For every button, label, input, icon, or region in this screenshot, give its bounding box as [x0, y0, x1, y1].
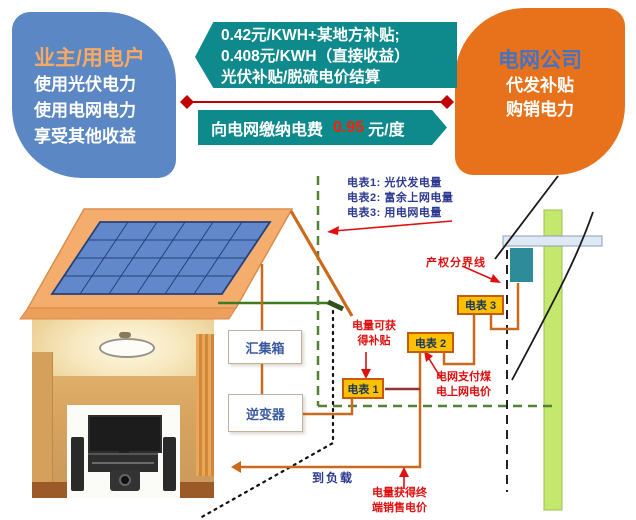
load-arrowhead [231, 461, 241, 473]
subsidy-note-label: 电量可获 得补贴 [346, 319, 402, 349]
grid-company-box: 电网公司 代发补贴 购销电力 [455, 8, 625, 175]
meter-3-label: 电表 3 [464, 300, 497, 312]
coal-price-line-1: 电网支付煤 [436, 371, 491, 383]
property-line-label: 产权分界线 [426, 257, 486, 269]
meter-1-box: 电表 1 [342, 378, 384, 399]
combiner-box: 汇集箱 [228, 330, 302, 364]
utility-pole [543, 209, 563, 511]
owner-box-line-1: 使用光伏电力 [34, 75, 136, 94]
meter-2-label: 电表 2 [414, 337, 447, 350]
meter-2-box: 电表 2 [407, 332, 454, 353]
home-theater-unit [67, 405, 180, 498]
subwoofer [110, 470, 140, 491]
grid-company-title: 电网公司 [498, 49, 582, 72]
coal-price-label: 电网支付煤 电上网电价 [436, 370, 491, 400]
ceiling-lamp-mount [119, 332, 131, 338]
owner-box-line-3: 享受其他收益 [34, 127, 136, 146]
living-room-photo [32, 312, 214, 498]
wiring [238, 210, 520, 469]
green-ridge-tip [326, 299, 345, 312]
speaker-left [71, 437, 84, 491]
room-left-wall [32, 352, 53, 482]
wire-inverter-to-meter1 [301, 399, 354, 416]
owner-box-title: 业主/用电户 [34, 47, 145, 70]
subsidy-banner-line-2: 0.408元/KWH（直接收益） [221, 48, 410, 65]
property-line-arrow [461, 265, 495, 281]
room-curtain [196, 334, 214, 476]
power-line-2 [511, 211, 594, 381]
legend-arrow [333, 220, 453, 232]
meter-3-box: 电表 3 [457, 295, 504, 315]
transformer [510, 248, 533, 282]
coal-price-line-2: 电上网电价 [436, 386, 491, 398]
roof-fascia [19, 307, 237, 320]
meter-legend: 电表1: 光伏发电量 电表2: 富余上网电量 电表3: 用电网电量 [347, 176, 453, 221]
connector-diamond-right [440, 95, 454, 109]
subsidy-banner: 0.42元/KWH+某地方补贴; 0.408元/KWH（直接收益） 光伏补贴/脱… [195, 22, 457, 88]
retail-price-line-2: 端销售电价 [372, 502, 427, 514]
tv-screen [88, 415, 162, 453]
payment-banner-prefix: 向电网缴纳电费 [211, 121, 324, 139]
grid-company-line-2: 购销电力 [506, 100, 574, 119]
wire-meter3-to-transformer [489, 283, 520, 331]
meter-legend-line-3: 电表3: 用电网电量 [347, 207, 442, 219]
coal-price-arrow [427, 356, 442, 379]
subsidy-note-line-1: 电量可获 [352, 320, 396, 332]
connector-diamond-left [180, 95, 194, 109]
retail-price-label: 电量获得终 端销售电价 [372, 486, 427, 516]
payment-banner-suffix: 元/度 [368, 121, 405, 139]
solar-panel [50, 221, 272, 295]
to-load-label: 到负载 [312, 471, 355, 485]
wire-meter2-to-meter3 [442, 315, 476, 366]
subsidy-note-line-2: 得补贴 [357, 335, 391, 347]
pole-crossarm [502, 235, 603, 247]
meter-1-label: 电表 1 [347, 383, 379, 396]
meter-legend-line-1: 电表1: 光伏发电量 [347, 177, 442, 189]
combiner-box-label: 汇集箱 [245, 340, 285, 356]
meter-legend-line-2: 电表2: 富余上网电量 [347, 192, 454, 204]
subsidy-banner-line-3: 光伏补贴/脱硫电价结算 [221, 69, 381, 86]
av-shelf [88, 453, 158, 472]
payment-banner-price: 0.95 [333, 118, 365, 136]
speaker-right [163, 437, 176, 491]
black-dotted-line [198, 309, 335, 520]
grid-company-line-1: 代发补贴 [506, 76, 574, 95]
ceiling-lamp [99, 338, 155, 358]
retail-price-line-1: 电量获得终 [372, 487, 427, 499]
wire-meter2-to-load [238, 353, 422, 469]
inverter-label: 逆变器 [245, 406, 285, 422]
owner-box-line-2: 使用电网电力 [34, 101, 136, 120]
annotation-arrows [327, 220, 501, 489]
payment-banner: 向电网缴纳电费 0.95 元/度 [198, 110, 447, 145]
inverter-box: 逆变器 [228, 394, 303, 432]
power-line-1 [494, 175, 559, 260]
wire-roof-drop [289, 210, 354, 317]
owner-box: 业主/用电户 使用光伏电力 使用电网电力 享受其他收益 [12, 12, 176, 178]
subsidy-banner-line-1: 0.42元/KWH+某地方补贴; [221, 27, 400, 44]
